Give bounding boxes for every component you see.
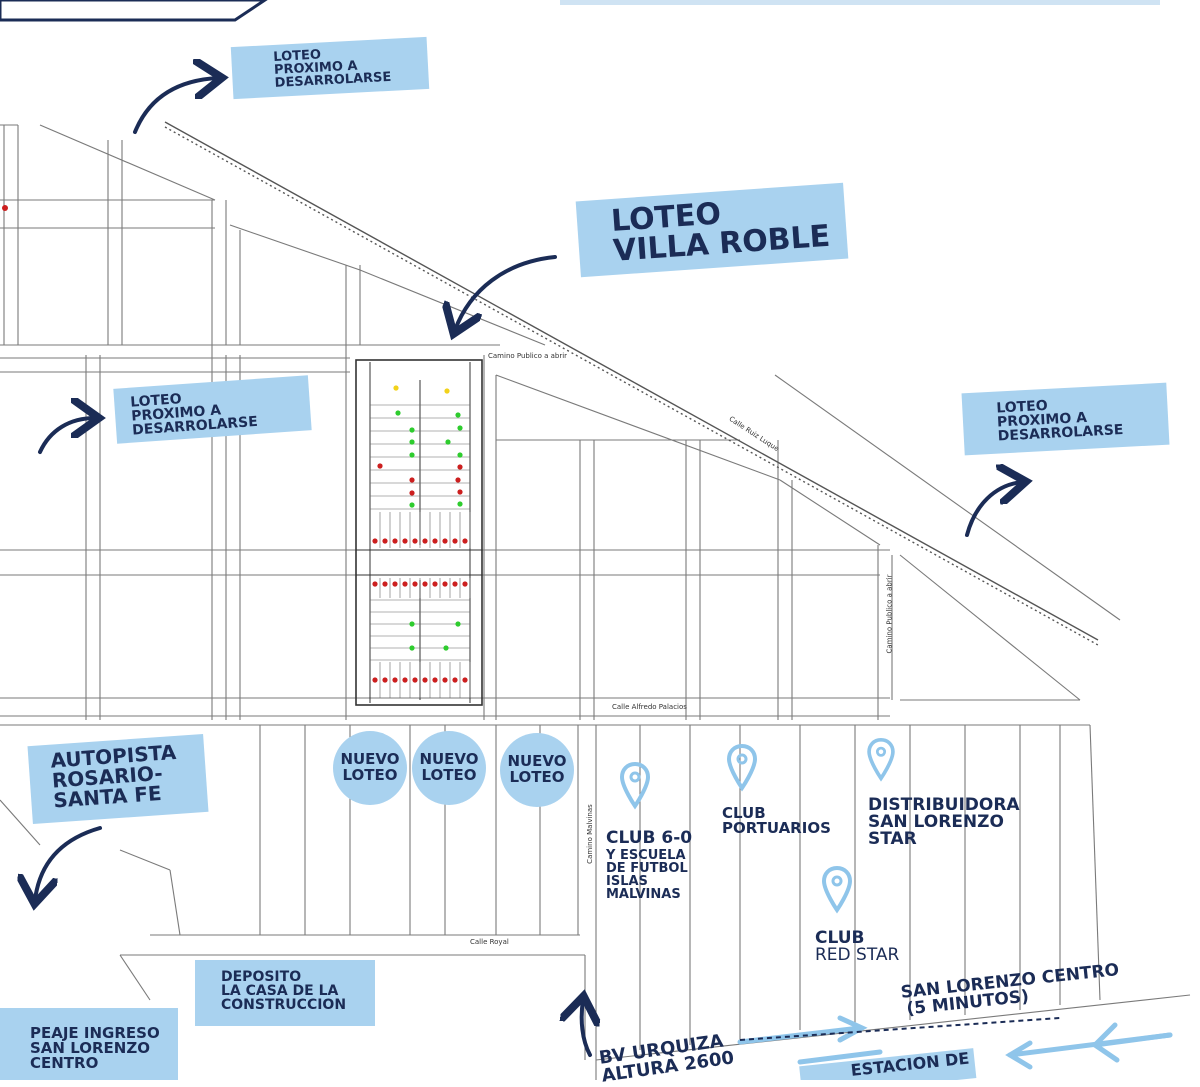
lot-dot bbox=[412, 677, 418, 683]
lot-dot bbox=[432, 538, 438, 544]
lot-dot bbox=[372, 677, 378, 683]
street-calle-royal: Calle Royal bbox=[470, 938, 509, 946]
lot-status-dots bbox=[372, 385, 468, 683]
lot-dot bbox=[452, 581, 458, 587]
direction-arrows bbox=[737, 1015, 1173, 1070]
lot-dot bbox=[377, 463, 383, 469]
lot-dot bbox=[432, 581, 438, 587]
location-pin-icon bbox=[821, 866, 853, 914]
lot-dot bbox=[455, 412, 461, 418]
lot-dot bbox=[422, 581, 428, 587]
circle-nuevo-loteo-2: NUEVO LOTEO bbox=[412, 731, 486, 805]
lot-dot bbox=[382, 677, 388, 683]
location-pin-icon bbox=[726, 744, 758, 792]
lot-dot bbox=[462, 581, 468, 587]
arrow-villa-roble bbox=[455, 255, 557, 330]
place-club-60: CLUB 6-0 bbox=[606, 828, 693, 848]
lot-dot bbox=[409, 645, 415, 651]
lot-dot bbox=[422, 677, 428, 683]
lot-dot bbox=[444, 388, 450, 394]
label-peaje: PEAJE INGRESO SAN LORENZO CENTRO bbox=[0, 1008, 178, 1080]
circle-nuevo-loteo-3: NUEVO LOTEO bbox=[500, 733, 574, 807]
lot-dot bbox=[442, 581, 448, 587]
lot-subdivision-grid bbox=[370, 404, 471, 698]
lot-dot bbox=[452, 538, 458, 544]
place-club-portuarios: CLUB PORTUARIOS bbox=[722, 804, 831, 837]
lot-dot bbox=[382, 581, 388, 587]
lot-dot bbox=[457, 489, 463, 495]
dashed-route bbox=[739, 1017, 1061, 1041]
lot-dot bbox=[409, 490, 415, 496]
lot-dot bbox=[455, 621, 461, 627]
lot-dot bbox=[422, 538, 428, 544]
lot-dot bbox=[457, 452, 463, 458]
lot-dot bbox=[409, 621, 415, 627]
location-pin-icon bbox=[619, 762, 651, 810]
arrow-loteo-left bbox=[38, 418, 95, 454]
lot-dot bbox=[382, 538, 388, 544]
lot-dot bbox=[409, 439, 415, 445]
arrow-loteo-top bbox=[133, 78, 218, 134]
lot-dot bbox=[392, 677, 398, 683]
label-autopista: AUTOPISTA ROSARIO- SANTA FE bbox=[27, 733, 209, 825]
lot-dot bbox=[392, 581, 398, 587]
railway-track bbox=[164, 121, 1099, 646]
top-banner-fragment bbox=[0, 0, 268, 22]
street-grid bbox=[0, 124, 1191, 1080]
estacion-band bbox=[799, 1048, 977, 1080]
red-marker bbox=[2, 205, 8, 211]
lot-dot bbox=[412, 538, 418, 544]
lot-dot bbox=[409, 427, 415, 433]
place-distribuidora: DISTRIBUIDORA SAN LORENZO STAR bbox=[868, 795, 1020, 849]
street-alfredo-palacios: Calle Alfredo Palacios bbox=[612, 703, 687, 711]
lot-dot bbox=[393, 385, 399, 391]
arrow-autopista bbox=[35, 826, 102, 900]
villa-roble-block bbox=[355, 359, 483, 706]
lot-dot bbox=[372, 538, 378, 544]
top-title-fragment bbox=[560, 0, 1160, 5]
lot-dot bbox=[445, 439, 451, 445]
arrow-loteo-right bbox=[965, 482, 1022, 537]
arrows bbox=[35, 78, 1022, 1057]
lot-dot bbox=[457, 501, 463, 507]
lot-dot bbox=[432, 677, 438, 683]
lot-dot bbox=[409, 477, 415, 483]
lot-dot bbox=[402, 538, 408, 544]
lot-dot bbox=[402, 581, 408, 587]
arrow-bv-urquiza bbox=[582, 1000, 590, 1057]
lot-dot bbox=[457, 425, 463, 431]
lot-dot bbox=[395, 410, 401, 416]
lot-dot bbox=[455, 477, 461, 483]
street-camino-malvinas: Camino Malvinas bbox=[585, 804, 594, 864]
place-club-red-star: CLUB RED STAR bbox=[815, 928, 900, 965]
label-loteo-right: LOTEO PROXIMO A DESARROLARSE bbox=[961, 382, 1170, 456]
lot-dot bbox=[462, 677, 468, 683]
lot-dot bbox=[452, 677, 458, 683]
location-pin-icon bbox=[867, 738, 895, 782]
lot-dot bbox=[409, 452, 415, 458]
street-camino-publico-2: Camino Publico a abrir bbox=[885, 574, 894, 654]
label-deposito: DEPOSITO LA CASA DE LA CONSTRUCCION bbox=[195, 960, 375, 1026]
lot-dot bbox=[443, 645, 449, 651]
lot-dot bbox=[442, 538, 448, 544]
lot-dot bbox=[392, 538, 398, 544]
circle-nuevo-loteo-1: NUEVO LOTEO bbox=[333, 731, 407, 805]
lot-dot bbox=[372, 581, 378, 587]
lot-dot bbox=[457, 464, 463, 470]
lot-dot bbox=[409, 502, 415, 508]
lot-dot bbox=[402, 677, 408, 683]
lot-dot bbox=[462, 538, 468, 544]
lot-dot bbox=[412, 581, 418, 587]
place-club-60-sub: Y ESCUELA DE FUTBOL ISLAS MALVINAS bbox=[606, 848, 688, 902]
lot-dot bbox=[442, 677, 448, 683]
street-camino-publico: Camino Publico a abrir bbox=[488, 352, 568, 360]
label-loteo-top: LOTEO PROXIMO A DESARROLARSE bbox=[230, 36, 430, 100]
